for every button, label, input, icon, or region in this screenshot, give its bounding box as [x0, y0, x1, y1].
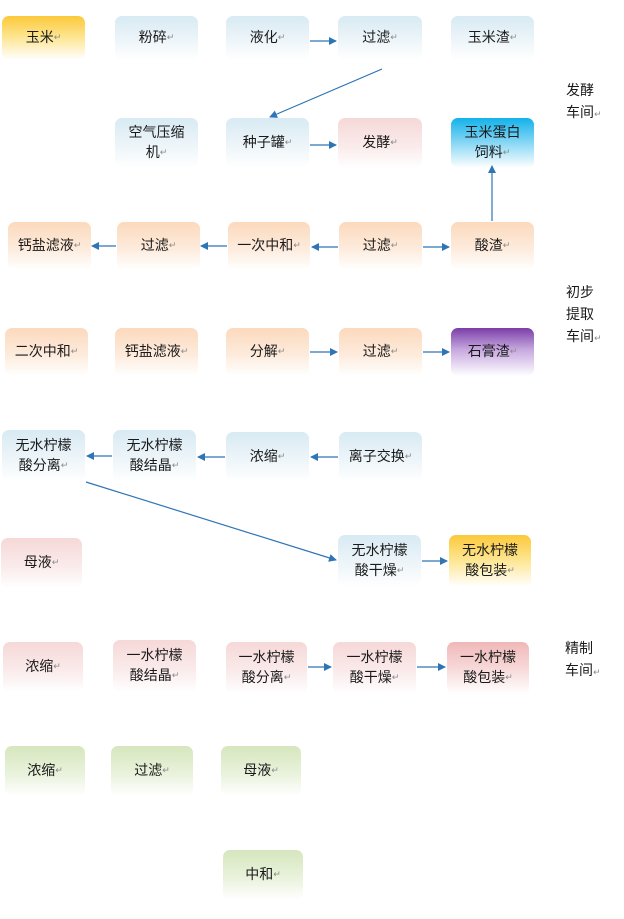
box-mono-crystal: 一水柠檬 酸结晶↵ [113, 640, 196, 692]
box-mono-separate: 一水柠檬 酸分离↵ [226, 642, 307, 694]
box-seed-tank: 种子罐↵ [226, 118, 309, 168]
box-mother-liquor-2: 母液↵ [221, 746, 301, 796]
arrow-separate-to-dry [85, 481, 337, 562]
box-liquefy: 液化↵ [226, 16, 309, 60]
box-first-neutralize: 一次中和↵ [228, 222, 310, 270]
box-second-neutralize: 二次中和↵ [5, 328, 88, 376]
arrow-filter-to-seed-tank [269, 68, 383, 118]
box-anhydrous-dry: 无水柠檬 酸干燥↵ [338, 535, 421, 587]
box-corn: 玉米↵ [2, 16, 85, 60]
box-crush: 粉碎↵ [115, 16, 198, 60]
box-anhydrous-pack: 无水柠檬 酸包装↵ [449, 535, 531, 587]
box-calcium-filtrate-1: 钙盐滤液↵ [8, 222, 91, 270]
box-concentrate-1: 浓缩↵ [226, 432, 309, 482]
box-filter-5: 过滤↵ [111, 746, 193, 796]
box-ferment: 发酵↵ [338, 118, 422, 168]
box-acid-residue: 酸渣↵ [451, 222, 534, 270]
box-mother-liquor-1: 母液↵ [1, 538, 82, 588]
box-gypsum-residue: 石膏渣↵ [451, 328, 534, 376]
box-protein-feed: 玉米蛋白 饲料↵ [451, 118, 534, 168]
box-filter-2: 过滤↵ [117, 222, 200, 270]
box-filter-3: 过滤↵ [339, 222, 422, 270]
section-label-fermentation: 发酵 车间↵ [566, 83, 602, 121]
box-neutralize: 中和↵ [223, 850, 303, 900]
box-mono-dry: 一水柠檬 酸干燥↵ [333, 642, 416, 694]
box-concentrate-3: 浓缩↵ [5, 746, 85, 796]
box-filter-4: 过滤↵ [339, 328, 422, 376]
box-corn-residue: 玉米渣↵ [451, 16, 534, 60]
box-concentrate-2: 浓缩↵ [3, 642, 83, 692]
box-mono-pack: 一水柠檬 酸包装↵ [447, 642, 529, 694]
box-calcium-filtrate-2: 钙盐滤液↵ [115, 328, 198, 376]
box-anhydrous-separate: 无水柠檬 酸分离↵ [2, 430, 85, 482]
box-filter-1: 过滤↵ [338, 16, 422, 60]
box-air-compressor: 空气压缩 机↵ [115, 118, 198, 168]
section-label-refining: 精制 车间↵ [565, 641, 601, 679]
box-decompose: 分解↵ [226, 328, 309, 376]
box-anhydrous-crystal: 无水柠檬 酸结晶↵ [113, 430, 196, 482]
section-label-initial-extraction: 初步 提取 车间↵ [566, 285, 602, 345]
box-ion-exchange: 离子交换↵ [339, 432, 422, 482]
